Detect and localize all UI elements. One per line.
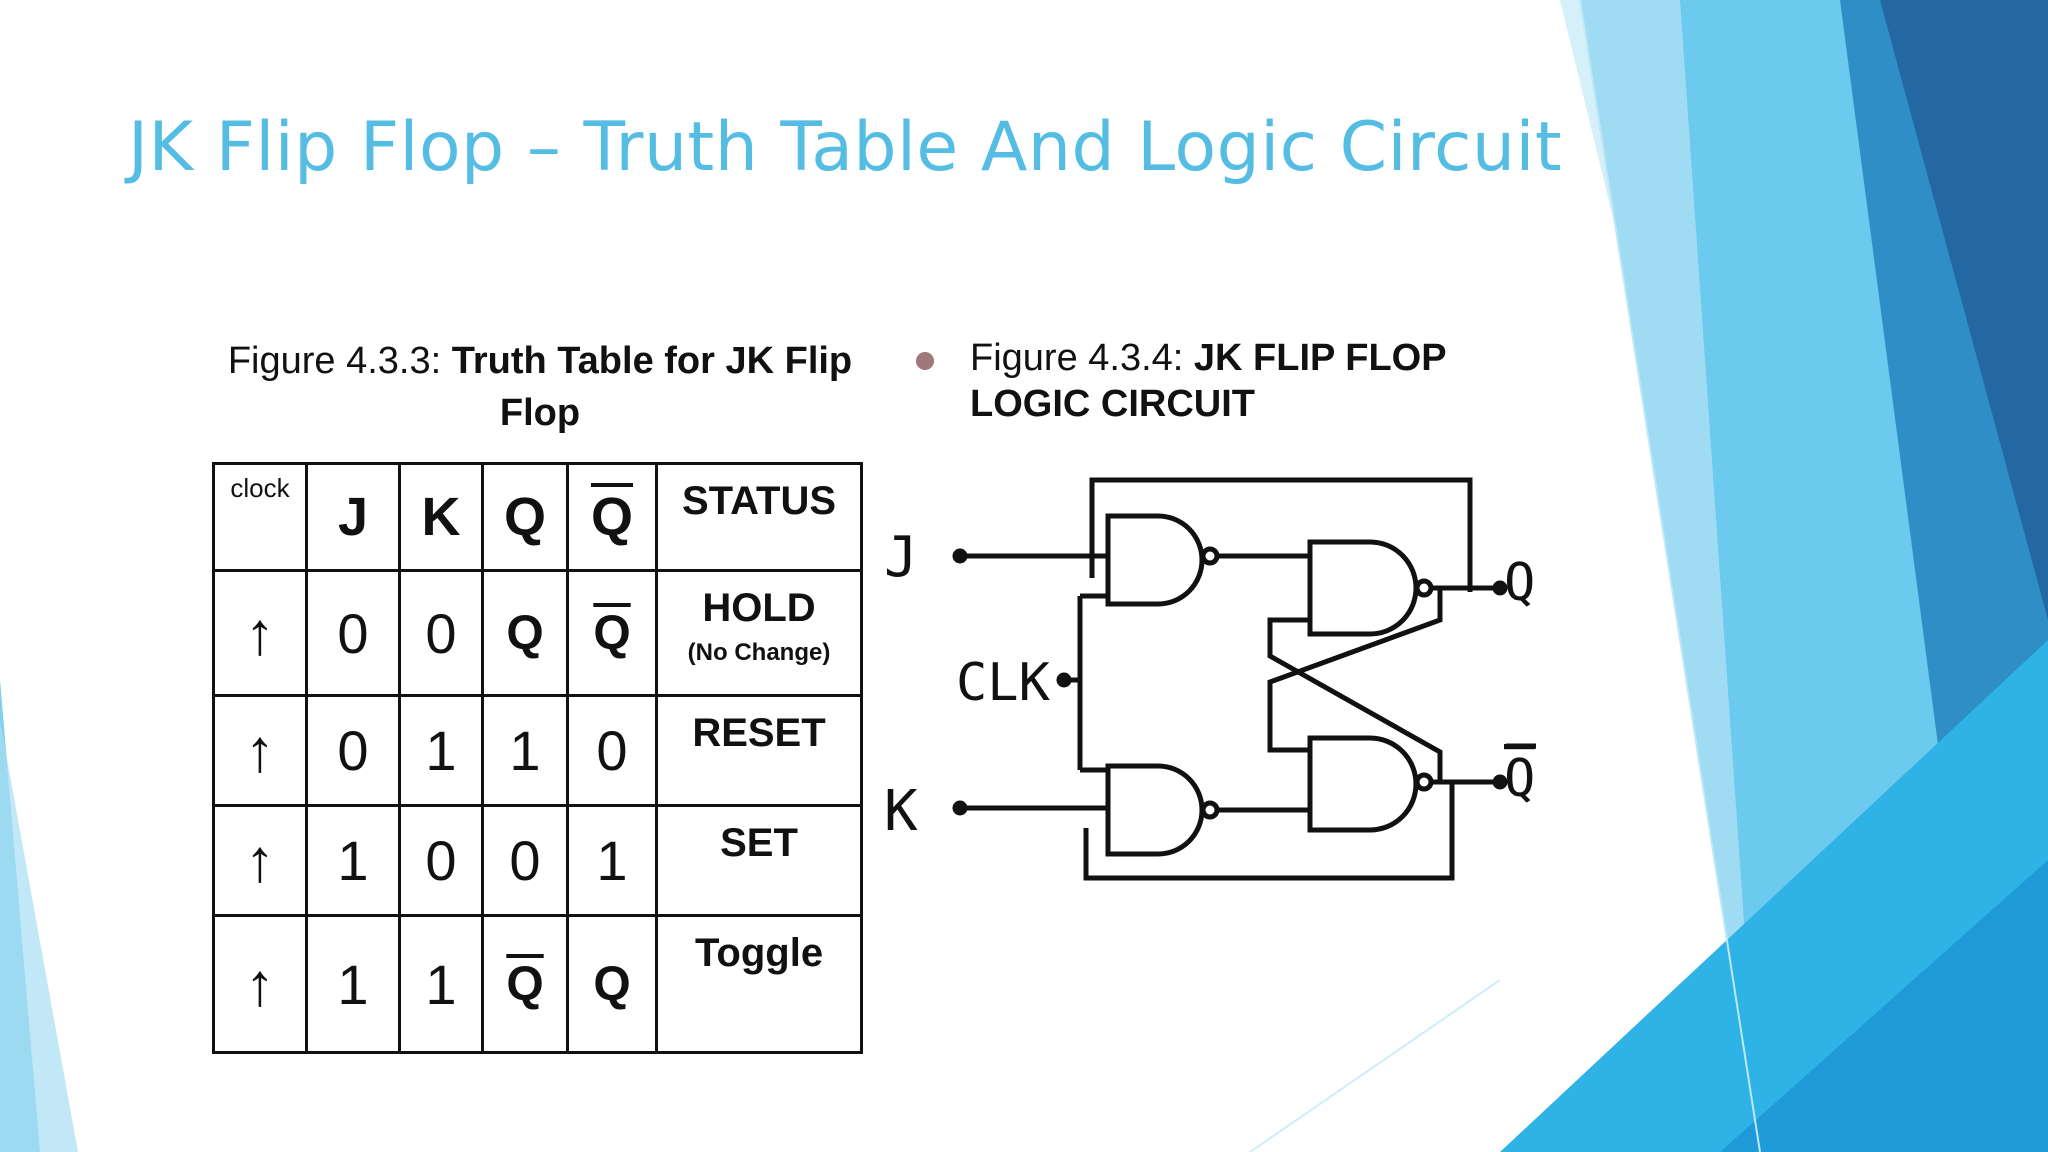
caption-bold: JK FLIP FLOP LOGIC CIRCUIT <box>970 337 1446 425</box>
q-bar-output-label: Q <box>1504 749 1535 809</box>
bg-shape-dark <box>1880 0 2048 620</box>
cell-k: 0 <box>398 569 484 697</box>
slide-title: JK Flip Flop – Truth Table And Logic Cir… <box>128 108 1562 187</box>
q-terminal <box>1492 580 1508 596</box>
rising-edge-icon: ↑ <box>212 914 308 1054</box>
cell-j: 1 <box>305 804 401 917</box>
cell-status: RESET <box>655 694 863 807</box>
truth-table: clock J K Q Q STATUS ↑ 0 0 Q Q HOLD (No C… <box>212 462 863 1054</box>
cell-q-bar: Q <box>566 569 658 697</box>
bg-shape-bottom-dark <box>1720 860 2048 1152</box>
header-status: STATUS <box>655 462 863 572</box>
cell-q: Q <box>481 569 569 697</box>
cross-wire-q <box>1267 588 1443 753</box>
header-j: J <box>305 462 401 572</box>
cell-status: Toggle <box>655 914 863 1054</box>
j-terminal <box>952 548 968 564</box>
table-row: ↑ 0 1 1 0 RESET <box>212 694 863 807</box>
q-output-label: Q <box>1504 553 1535 613</box>
nand-gate-k <box>1105 763 1205 857</box>
clk-terminal <box>1056 672 1072 688</box>
clk-label: CLK <box>956 653 1051 713</box>
k-label: K <box>884 779 918 844</box>
feedback-wire-bottom <box>1083 782 1455 881</box>
table-row: ↑ 1 1 Q Q Toggle <box>212 914 863 1054</box>
cell-status: HOLD (No Change) <box>655 569 863 697</box>
cell-q-bar: Q <box>566 914 658 1054</box>
header-q-bar: Q <box>566 462 658 572</box>
cell-j: 1 <box>305 914 401 1054</box>
q-bar-terminal <box>1492 774 1508 790</box>
bullet-icon <box>916 352 934 370</box>
rising-edge-icon: ↑ <box>212 804 308 917</box>
feedback-wire-top <box>1089 477 1473 592</box>
status-label: HOLD <box>702 586 816 630</box>
k-terminal <box>952 800 968 816</box>
table-row: ↑ 1 0 0 1 SET <box>212 804 863 917</box>
inverter-bubble <box>1414 772 1434 792</box>
header-q: Q <box>481 462 569 572</box>
rising-edge-icon: ↑ <box>212 694 308 807</box>
inverter-bubble <box>1200 546 1220 566</box>
caption-prefix: Figure 4.3.3: <box>227 340 452 382</box>
j-label: J <box>884 525 918 590</box>
rising-edge-icon: ↑ <box>212 569 308 697</box>
bg-line <box>1249 979 1501 1152</box>
cell-k: 1 <box>398 694 484 807</box>
caption-prefix: Figure 4.3.4: <box>970 337 1194 379</box>
status-note: (No Change) <box>687 639 831 666</box>
cell-q: Q <box>481 914 569 1054</box>
inverter-bubble <box>1200 800 1220 820</box>
cell-q: 1 <box>481 694 569 807</box>
inverter-bubble <box>1414 578 1434 598</box>
header-clock: clock <box>212 462 308 572</box>
cell-j: 0 <box>305 694 401 807</box>
header-k: K <box>398 462 484 572</box>
cell-status: SET <box>655 804 863 917</box>
cell-k: 0 <box>398 804 484 917</box>
table-header-row: clock J K Q Q STATUS <box>212 462 863 572</box>
bg-shape-left-light <box>0 720 78 1152</box>
figure-433-caption: Figure 4.3.3: Truth Table for JK Flip Fl… <box>200 335 880 439</box>
nand-gate-q-bar <box>1307 735 1419 833</box>
jk-flip-flop-circuit: J K CLK Q Q <box>884 477 1536 881</box>
bg-line <box>1579 0 1761 1152</box>
nand-gate-q <box>1307 539 1419 637</box>
cross-wire-q-bar <box>1267 617 1443 782</box>
cell-q: 0 <box>481 804 569 917</box>
table-row: ↑ 0 0 Q Q HOLD (No Change) <box>212 569 863 697</box>
cell-j: 0 <box>305 569 401 697</box>
caption-bold: Truth Table for JK Flip Flop <box>451 340 853 434</box>
cell-q-bar: 1 <box>566 804 658 917</box>
cell-q-bar: 0 <box>566 694 658 807</box>
nand-gate-j <box>1105 513 1205 607</box>
figure-434-caption: Figure 4.3.4: JK FLIP FLOP LOGIC CIRCUIT <box>970 335 1570 427</box>
cell-k: 1 <box>398 914 484 1054</box>
